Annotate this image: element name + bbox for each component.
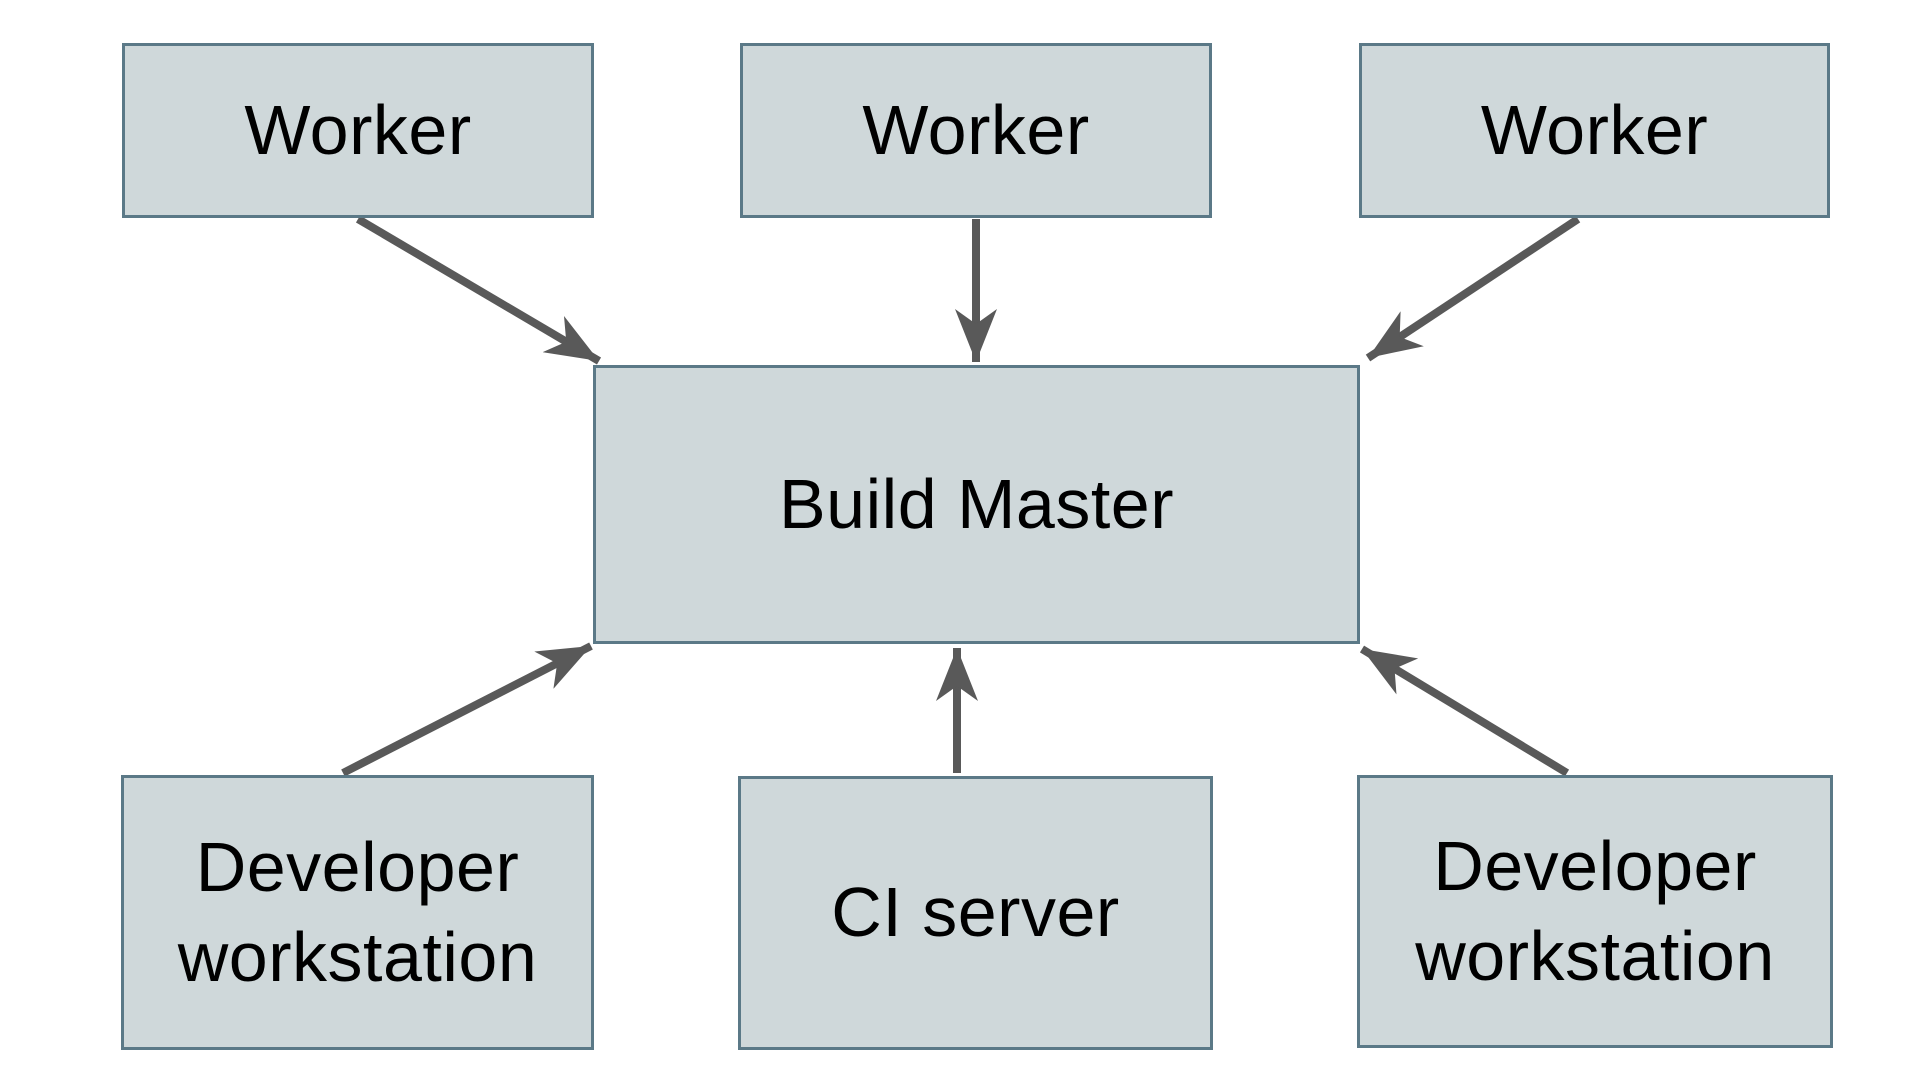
arrow-worker1-to-buildmaster (355, 215, 602, 365)
node-build-master: Build Master (593, 365, 1360, 644)
node-developer-workstation-left: Developer workstation (121, 775, 594, 1050)
arrow-devleft-to-buildmaster (341, 642, 593, 777)
arrow-worker3-to-buildmaster (1365, 215, 1581, 362)
node-worker-3: Worker (1359, 43, 1830, 218)
node-worker-1: Worker (122, 43, 594, 218)
node-ci-server: CI server (738, 776, 1213, 1050)
node-developer-workstation-right: Developer workstation (1357, 775, 1833, 1048)
node-worker-2: Worker (740, 43, 1212, 218)
arrow-devright-to-buildmaster (1359, 645, 1570, 777)
